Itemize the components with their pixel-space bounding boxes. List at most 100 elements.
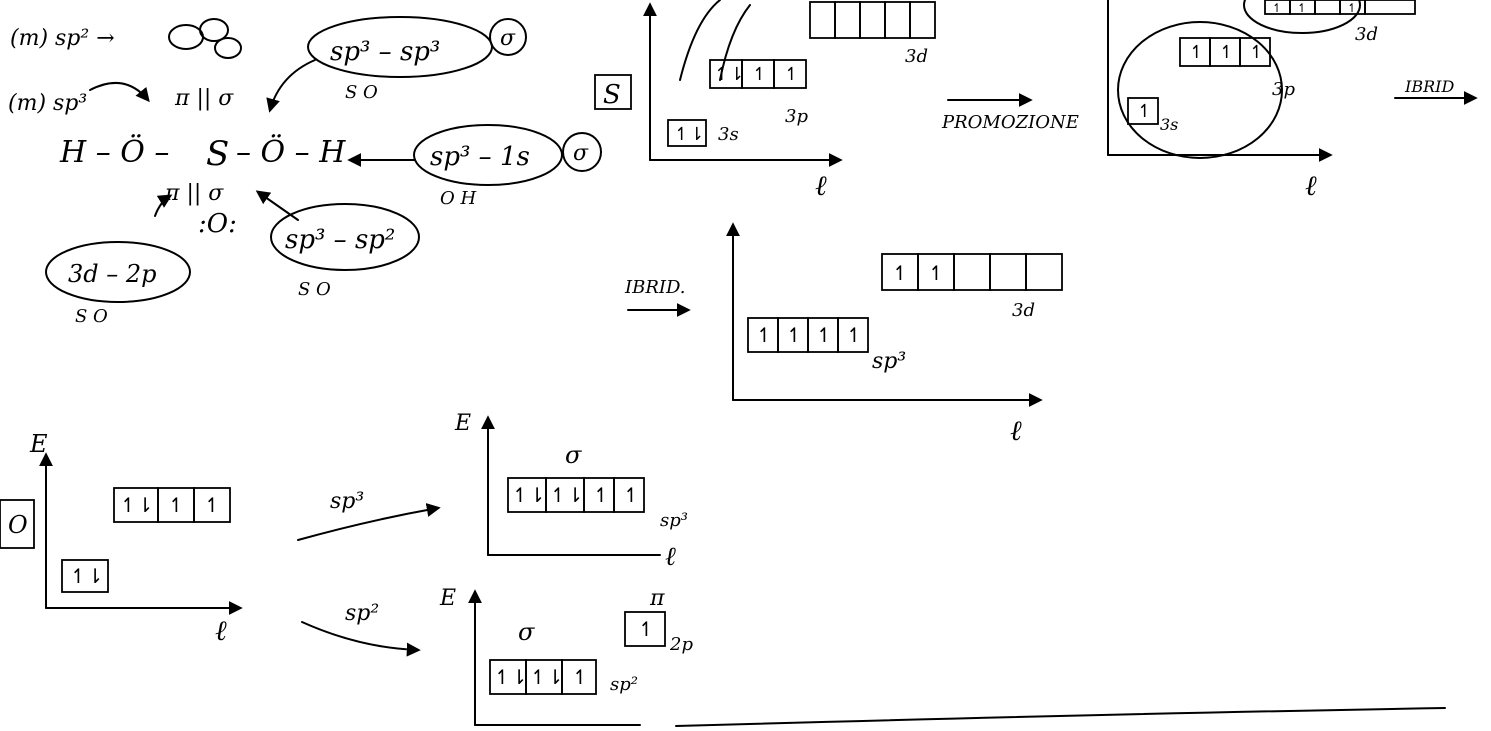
svg-text:3s: 3s	[1160, 115, 1178, 134]
bottom-oxygen: :O:	[198, 209, 237, 239]
svg-text:S O: S O	[298, 279, 331, 300]
svg-text:↿: ↿	[752, 64, 767, 85]
sulfur-ground-diagram: ℓ S ↿⇂ 3s ↿⇂ ↿ ↿ 3p 3d	[594, 0, 936, 202]
hybrid-note-sp3: (m) sp³	[8, 91, 87, 116]
svg-text:sp³ – sp²: sp³ – sp²	[285, 225, 395, 255]
oxygen-sp3-diagram: sp³ E ℓ σ ↿⇂ ↿⇂ ↿ ↿ sp³	[297, 411, 688, 572]
orbital-3d-row: ↿ ↿	[881, 253, 1063, 291]
svg-text:↿: ↿	[168, 493, 185, 517]
orbital-3s	[667, 119, 707, 147]
orbital-lobes-icon	[168, 18, 242, 59]
svg-text:↿: ↿	[1219, 42, 1234, 63]
svg-text:σ: σ	[565, 441, 582, 469]
svg-text:sp³: sp³	[660, 510, 688, 531]
svg-text:ℓ: ℓ	[1010, 414, 1022, 447]
svg-text:↿: ↿	[786, 323, 803, 347]
svg-text:3p: 3p	[785, 106, 808, 127]
hybrid-note-sp2: (m) sp² →	[10, 26, 115, 51]
orbital-3d-row: ↿ ↿ ↿	[1264, 0, 1416, 15]
svg-text:sp²: sp²	[345, 601, 379, 626]
svg-text:S: S	[603, 80, 621, 110]
orbital-sp2-row: ↿⇂ ↿⇂ ↿	[489, 659, 597, 695]
svg-text:↿: ↿	[204, 493, 221, 517]
svg-text:ℓ: ℓ	[215, 614, 227, 647]
svg-text:↿: ↿	[756, 323, 773, 347]
formula-right: – Ö – H	[236, 134, 346, 170]
svg-text:π: π	[649, 586, 665, 611]
molecule-structure: (m) sp² → (m) sp³ π || σ H – Ö – S – Ö –…	[8, 18, 346, 239]
svg-text:ℓ: ℓ	[1305, 169, 1317, 202]
bond-label-s-o-pi: sp³ – sp² S O	[255, 190, 420, 300]
svg-text:E: E	[29, 430, 48, 458]
formula-sulfur: S	[206, 134, 229, 174]
pi-sigma-lower: π || σ	[164, 181, 224, 206]
sp3-arrow	[297, 503, 441, 541]
atom-box-sulfur	[594, 74, 632, 110]
svg-text:E: E	[439, 586, 456, 611]
svg-text:↿: ↿	[1347, 1, 1357, 15]
svg-text:↿: ↿	[572, 665, 589, 689]
svg-text:↿: ↿	[892, 261, 909, 285]
svg-text:↿⇂: ↿⇂	[494, 665, 528, 689]
svg-text:3p: 3p	[1272, 79, 1295, 100]
svg-text:↿: ↿	[784, 64, 799, 85]
svg-text:S O: S O	[345, 82, 378, 103]
svg-text:3d: 3d	[905, 46, 928, 67]
svg-text:↿: ↿	[1189, 42, 1204, 63]
svg-text:ℓ: ℓ	[665, 542, 676, 572]
orbital-3d-row	[809, 1, 936, 39]
svg-text:O: O	[8, 511, 28, 539]
orbital-3p-row: ↿ ↿ ↿	[1179, 37, 1271, 67]
atom-box-oxygen	[0, 499, 35, 549]
svg-text:3d: 3d	[1355, 24, 1378, 45]
sigma-tag: σ	[573, 141, 589, 166]
orbital-2p-row: ↿⇂ ↿ ↿	[113, 487, 231, 523]
svg-text:3s: 3s	[718, 124, 739, 145]
formula-left: H – Ö –	[59, 134, 169, 170]
promotion-step: PROMOZIONE	[941, 93, 1079, 133]
svg-text:↿: ↿	[1249, 42, 1264, 63]
svg-text:σ: σ	[518, 618, 535, 646]
svg-text:sp²: sp²	[610, 674, 638, 695]
svg-text:IBRID: IBRID	[1404, 77, 1454, 96]
svg-text:↿: ↿	[638, 617, 655, 641]
svg-text:2p: 2p	[669, 634, 693, 655]
svg-text:↿: ↿	[593, 483, 610, 507]
svg-text:sp³ – sp³: sp³ – sp³	[330, 37, 440, 67]
svg-text:↿⇂: ↿⇂	[550, 483, 584, 507]
bond-label-s-o-top: sp³ – sp³ S O σ	[266, 16, 527, 113]
oxygen-sp2-diagram: sp² E σ π ↿⇂ ↿⇂ ↿ sp² ↿ 2p	[301, 586, 1446, 727]
svg-text:↿: ↿	[1297, 1, 1307, 15]
pi-sigma-upper: π || σ	[174, 86, 234, 111]
svg-text:sp³ – 1s: sp³ – 1s	[430, 142, 530, 172]
svg-text:3d – 2p: 3d – 2p	[68, 260, 157, 288]
sigma-tag: σ	[500, 26, 516, 51]
svg-text:↿: ↿	[623, 483, 640, 507]
sulfur-hybrid-diagram: IBRID. ℓ ↿ ↿ ↿ ↿ sp³ ↿ ↿ 3d	[624, 222, 1063, 447]
svg-text:↿: ↿	[1272, 1, 1282, 15]
svg-text:PROMOZIONE: PROMOZIONE	[941, 112, 1079, 133]
orbital-2p	[624, 611, 666, 647]
orbital-3p-row: ↿⇂ ↿ ↿	[709, 59, 807, 89]
svg-text:O H: O H	[440, 188, 476, 209]
orbital-sp3-row: ↿⇂ ↿⇂ ↿ ↿	[507, 477, 645, 513]
sulfur-promoted-diagram: ℓ ↿ 3s ↿ ↿ ↿ 3p ↿ ↿ ↿ 3d IBRID	[1107, 0, 1478, 202]
svg-text:E: E	[454, 411, 471, 436]
orbital-sp3-row: ↿ ↿ ↿ ↿	[747, 317, 869, 353]
svg-text:↿⇂: ↿⇂	[530, 665, 564, 689]
svg-text:↿: ↿	[846, 323, 863, 347]
svg-text:sp³: sp³	[872, 349, 906, 374]
svg-text:↿⇂: ↿⇂	[674, 124, 704, 145]
bond-pointer	[154, 194, 173, 217]
oxygen-ground-diagram: O E ℓ ↿⇂ ↿⇂ ↿ ↿	[0, 430, 243, 647]
sp2-arrow	[301, 621, 421, 657]
note-arrow	[89, 82, 150, 103]
bond-label-o-h: sp³ – 1s O H σ	[347, 124, 602, 209]
svg-text:IBRID.: IBRID.	[624, 277, 686, 298]
svg-text:↿⇂: ↿⇂	[512, 483, 546, 507]
svg-text:↿: ↿	[816, 323, 833, 347]
svg-text:sp³: sp³	[330, 489, 364, 514]
svg-text:ℓ: ℓ	[815, 169, 827, 202]
orbital-3s	[1127, 97, 1159, 125]
